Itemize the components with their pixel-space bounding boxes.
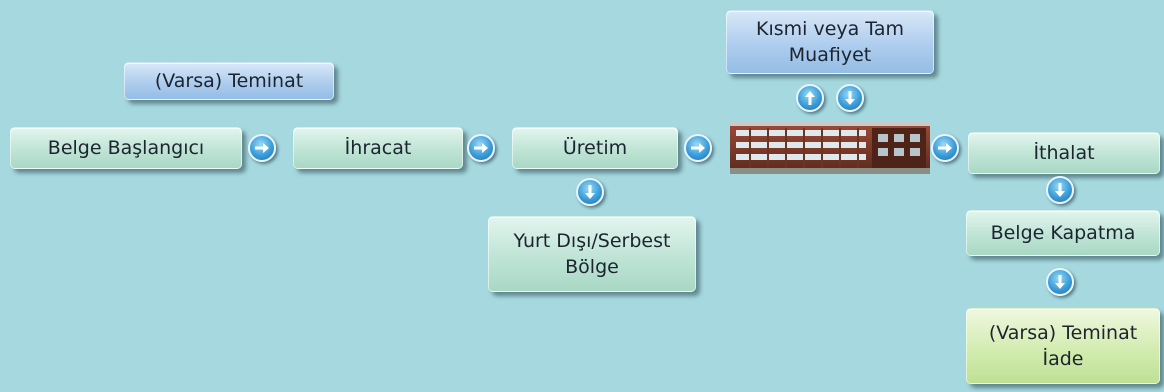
node-teminat-iade-line1: (Varsa) Teminat (988, 322, 1138, 344)
arrow-down-icon[interactable] (836, 84, 864, 112)
node-ihracat[interactable]: İhracat (293, 127, 463, 169)
arrow-right-icon[interactable] (931, 134, 959, 162)
arrow-right-icon[interactable] (248, 134, 276, 162)
node-varsa-teminat[interactable]: (Varsa) Teminat (124, 62, 334, 100)
arrow-down-icon[interactable] (1046, 176, 1074, 204)
node-uretim[interactable]: Üretim (512, 127, 678, 169)
arrow-right-icon[interactable] (467, 134, 495, 162)
node-kismi-muafiyet-line2: Muafiyet (788, 44, 872, 66)
factory-building-image (730, 122, 930, 174)
node-ihracat-label: İhracat (344, 137, 412, 159)
node-ithalat-label: İthalat (1033, 142, 1095, 164)
node-belge-baslangici[interactable]: Belge Başlangıcı (10, 127, 242, 169)
arrow-up-icon[interactable] (796, 84, 824, 112)
node-yurt-disi-line2: Bölge (565, 256, 619, 278)
node-kismi-tam-muafiyet[interactable]: Kısmi veya Tam Muafiyet (726, 10, 934, 74)
node-belge-kapatma-label: Belge Kapatma (990, 222, 1136, 244)
arrow-down-icon[interactable] (576, 178, 604, 206)
node-yurt-disi-line1: Yurt Dışı/Serbest (513, 230, 671, 252)
node-yurt-disi-serbest-bolge[interactable]: Yurt Dışı/Serbest Bölge (488, 216, 696, 292)
node-teminat-iade-line2: İade (1042, 348, 1084, 370)
node-teminat-iade[interactable]: (Varsa) Teminat İade (966, 308, 1160, 384)
node-kismi-muafiyet-line1: Kısmi veya Tam (756, 18, 904, 40)
arrow-down-icon[interactable] (1046, 268, 1074, 296)
arrow-right-icon[interactable] (684, 134, 712, 162)
node-varsa-teminat-label: (Varsa) Teminat (154, 70, 304, 92)
node-belge-kapatma[interactable]: Belge Kapatma (966, 210, 1160, 256)
node-uretim-label: Üretim (562, 137, 628, 159)
node-belge-baslangici-label: Belge Başlangıcı (47, 137, 205, 159)
node-ithalat[interactable]: İthalat (968, 132, 1160, 174)
